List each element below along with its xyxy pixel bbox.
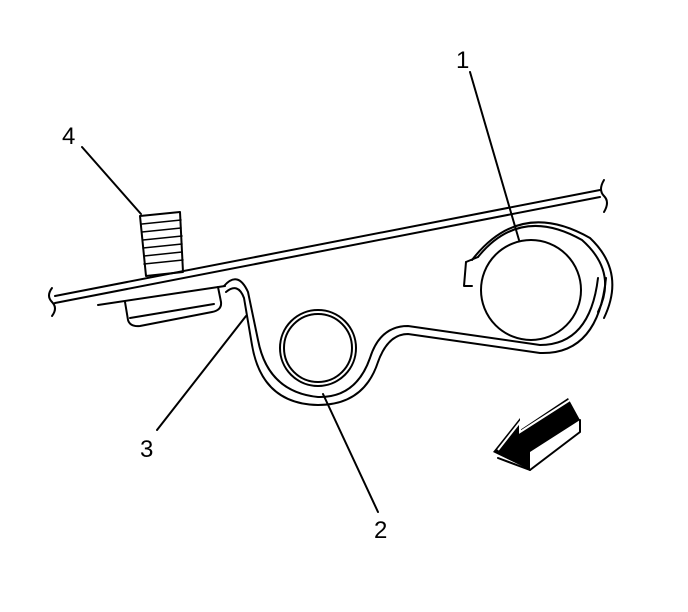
large-pipe [463,221,614,341]
arrow-icon [493,398,581,471]
mounting-panel [48,179,608,317]
small-pipe [279,309,357,387]
callout-3: 3 [140,436,153,463]
leader-lines [81,71,520,513]
callout-2: 2 [374,517,387,544]
bracket-clip [223,277,607,406]
callout-1: 1 [456,47,469,74]
bolt-icon [97,211,226,328]
callout-4: 4 [62,123,75,150]
